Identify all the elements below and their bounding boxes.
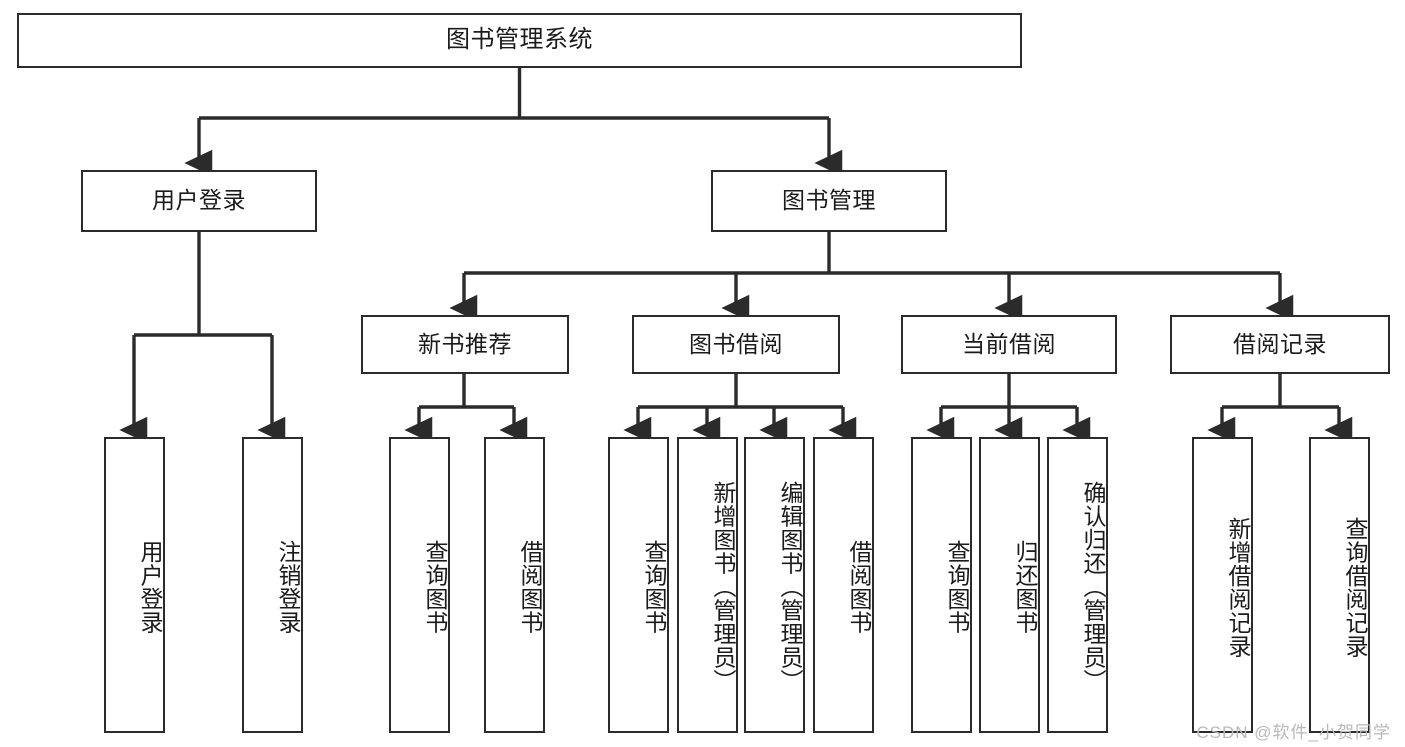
leaf-current-borrow-return[interactable]: 归还图书 [979,437,1040,733]
leaf-book-borrow-add[interactable]: 新增图书（管理员） [677,437,738,733]
node-borrow-record[interactable]: 借阅记录 [1170,315,1390,374]
node-label: 借阅记录 [1233,330,1327,357]
leaf-user-login-logout[interactable]: 注销登录 [242,437,303,733]
node-label: 查询图书 [641,540,667,634]
node-label: 借阅图书 [517,540,543,634]
leaf-current-borrow-query[interactable]: 查询图书 [911,437,972,733]
node-label: 用户登录 [152,187,246,214]
node-book-borrow[interactable]: 图书借阅 [632,315,840,374]
node-label: 图书管理 [782,187,876,214]
node-label: 新书推荐 [418,330,512,357]
node-label: 查询图书 [422,540,448,634]
node-label: 编辑图书（管理员） [777,481,803,693]
node-book-management-system[interactable]: 图书管理系统 [17,13,1022,68]
node-label: 归还图书 [1012,540,1038,634]
csdn-watermark: CSDN @软件_小贺同学 [1196,723,1391,742]
node-label: 借阅图书 [846,540,872,634]
node-label: 注销登录 [275,540,301,634]
leaf-borrow-record-add[interactable]: 新增借阅记录 [1192,437,1253,733]
node-user-login[interactable]: 用户登录 [81,170,317,232]
leaf-user-login-login[interactable]: 用户登录 [104,437,165,733]
node-label: 当前借阅 [962,330,1056,357]
node-current-borrow[interactable]: 当前借阅 [901,315,1117,374]
leaf-new-book-borrow[interactable]: 借阅图书 [484,437,545,733]
node-label: 图书借阅 [689,330,783,357]
node-label: 确认归还（管理员） [1080,481,1106,693]
leaf-current-borrow-confirm-return[interactable]: 确认归还（管理员） [1047,437,1108,733]
node-label: 新增借阅记录 [1225,516,1251,658]
leaf-book-borrow-borrow[interactable]: 借阅图书 [813,437,874,733]
leaf-book-borrow-query[interactable]: 查询图书 [608,437,669,733]
node-label: 图书管理系统 [446,26,593,54]
leaf-book-borrow-edit[interactable]: 编辑图书（管理员） [744,437,805,733]
node-new-book-recommend[interactable]: 新书推荐 [361,315,569,374]
node-book-management[interactable]: 图书管理 [711,170,947,232]
node-label: 新增图书（管理员） [710,481,736,693]
leaf-new-book-query[interactable]: 查询图书 [389,437,450,733]
node-label: 用户登录 [137,540,163,634]
node-label: 查询图书 [944,540,970,634]
node-label: 查询借阅记录 [1342,516,1368,658]
leaf-borrow-record-query[interactable]: 查询借阅记录 [1309,437,1370,733]
